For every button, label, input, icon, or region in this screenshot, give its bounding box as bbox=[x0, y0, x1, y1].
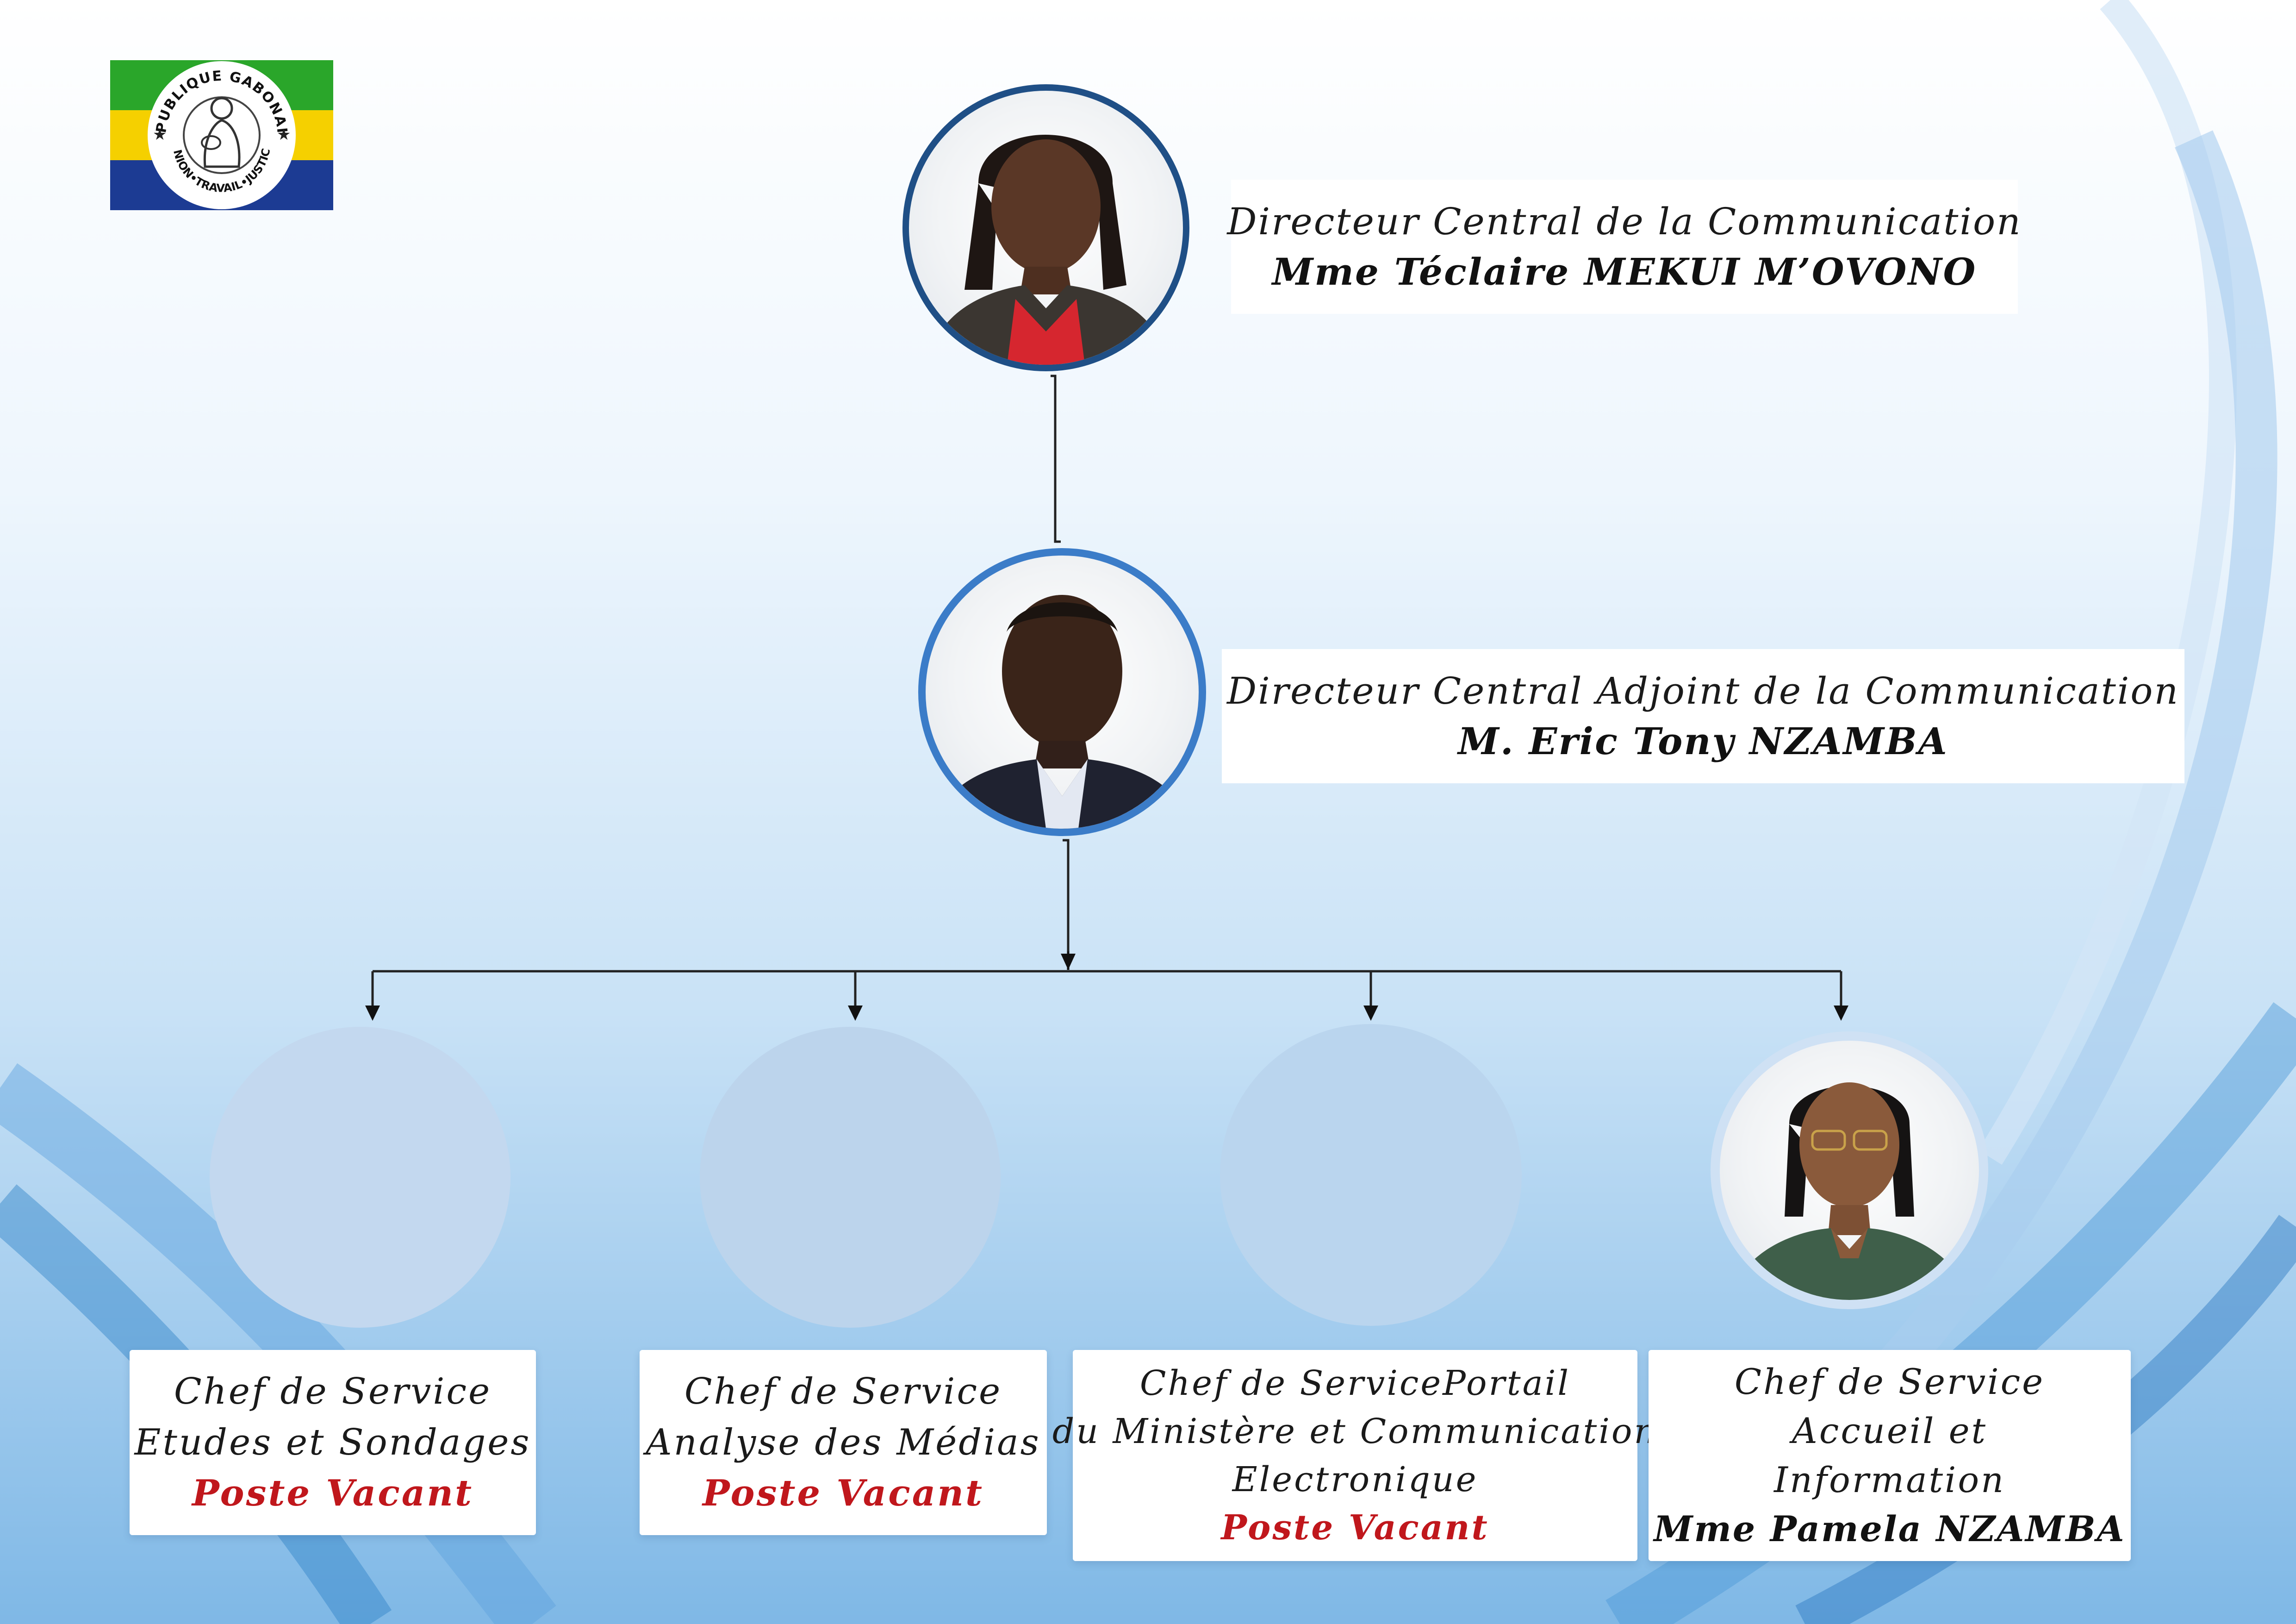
service-role-line: Analyse des Médias bbox=[646, 1422, 1041, 1463]
vacant-photo-placeholder bbox=[210, 1027, 510, 1328]
service-role-line: Accueil et bbox=[1792, 1410, 1988, 1451]
deputy-label: Directeur Central Adjoint de la Communic… bbox=[1222, 649, 2184, 783]
service-role-line: Etudes et Sondages bbox=[134, 1422, 531, 1463]
service-role-line: Chef de Service bbox=[684, 1371, 1002, 1412]
service-role-line: Chef de Service bbox=[1734, 1361, 2045, 1402]
vacant-photo-placeholder bbox=[1220, 1024, 1522, 1326]
service-card: Chef de Service Accueil et Information M… bbox=[1649, 1350, 2131, 1561]
service-role-line: Information bbox=[1773, 1459, 2006, 1500]
vacant-status: Poste Vacant bbox=[1221, 1508, 1489, 1548]
deputy-role: Directeur Central Adjoint de la Communic… bbox=[1227, 669, 2179, 712]
service-card: Chef de Service Analyse des Médias Poste… bbox=[640, 1350, 1047, 1535]
service-card: Chef de Service Etudes et Sondages Poste… bbox=[130, 1350, 536, 1535]
director-photo bbox=[902, 84, 1189, 371]
director-role: Directeur Central de la Communication bbox=[1227, 200, 2022, 243]
service-holder-name: Mme Pamela NZAMBA bbox=[1654, 1508, 2126, 1549]
service-head-photo bbox=[1711, 1031, 1988, 1309]
deputy-photo bbox=[918, 548, 1206, 836]
director-name: Mme Téclaire MEKUI M’OVONO bbox=[1272, 250, 1977, 294]
service-role-line: Electronique bbox=[1232, 1460, 1478, 1499]
vacant-status: Poste Vacant bbox=[703, 1472, 984, 1514]
star-icon: ★ bbox=[153, 125, 167, 144]
director-label: Directeur Central de la Communication Mm… bbox=[1227, 180, 2021, 314]
service-role-line: Chef de ServicePortail bbox=[1139, 1363, 1571, 1403]
gabon-flag-emblem: RÉPUBLIQUE GABONAISE UNION•TRAVAIL•JUSTI… bbox=[110, 60, 333, 210]
vacant-photo-placeholder bbox=[700, 1027, 1001, 1328]
star-icon: ★ bbox=[277, 125, 291, 144]
service-role-line: Chef de Service bbox=[174, 1371, 492, 1412]
deputy-name: M. Eric Tony NZAMBA bbox=[1458, 719, 1948, 763]
service-card: Chef de ServicePortail du Ministère et C… bbox=[1052, 1350, 1656, 1561]
vacant-status: Poste Vacant bbox=[192, 1472, 473, 1514]
service-role-line: du Ministère et Communication bbox=[1052, 1412, 1658, 1451]
